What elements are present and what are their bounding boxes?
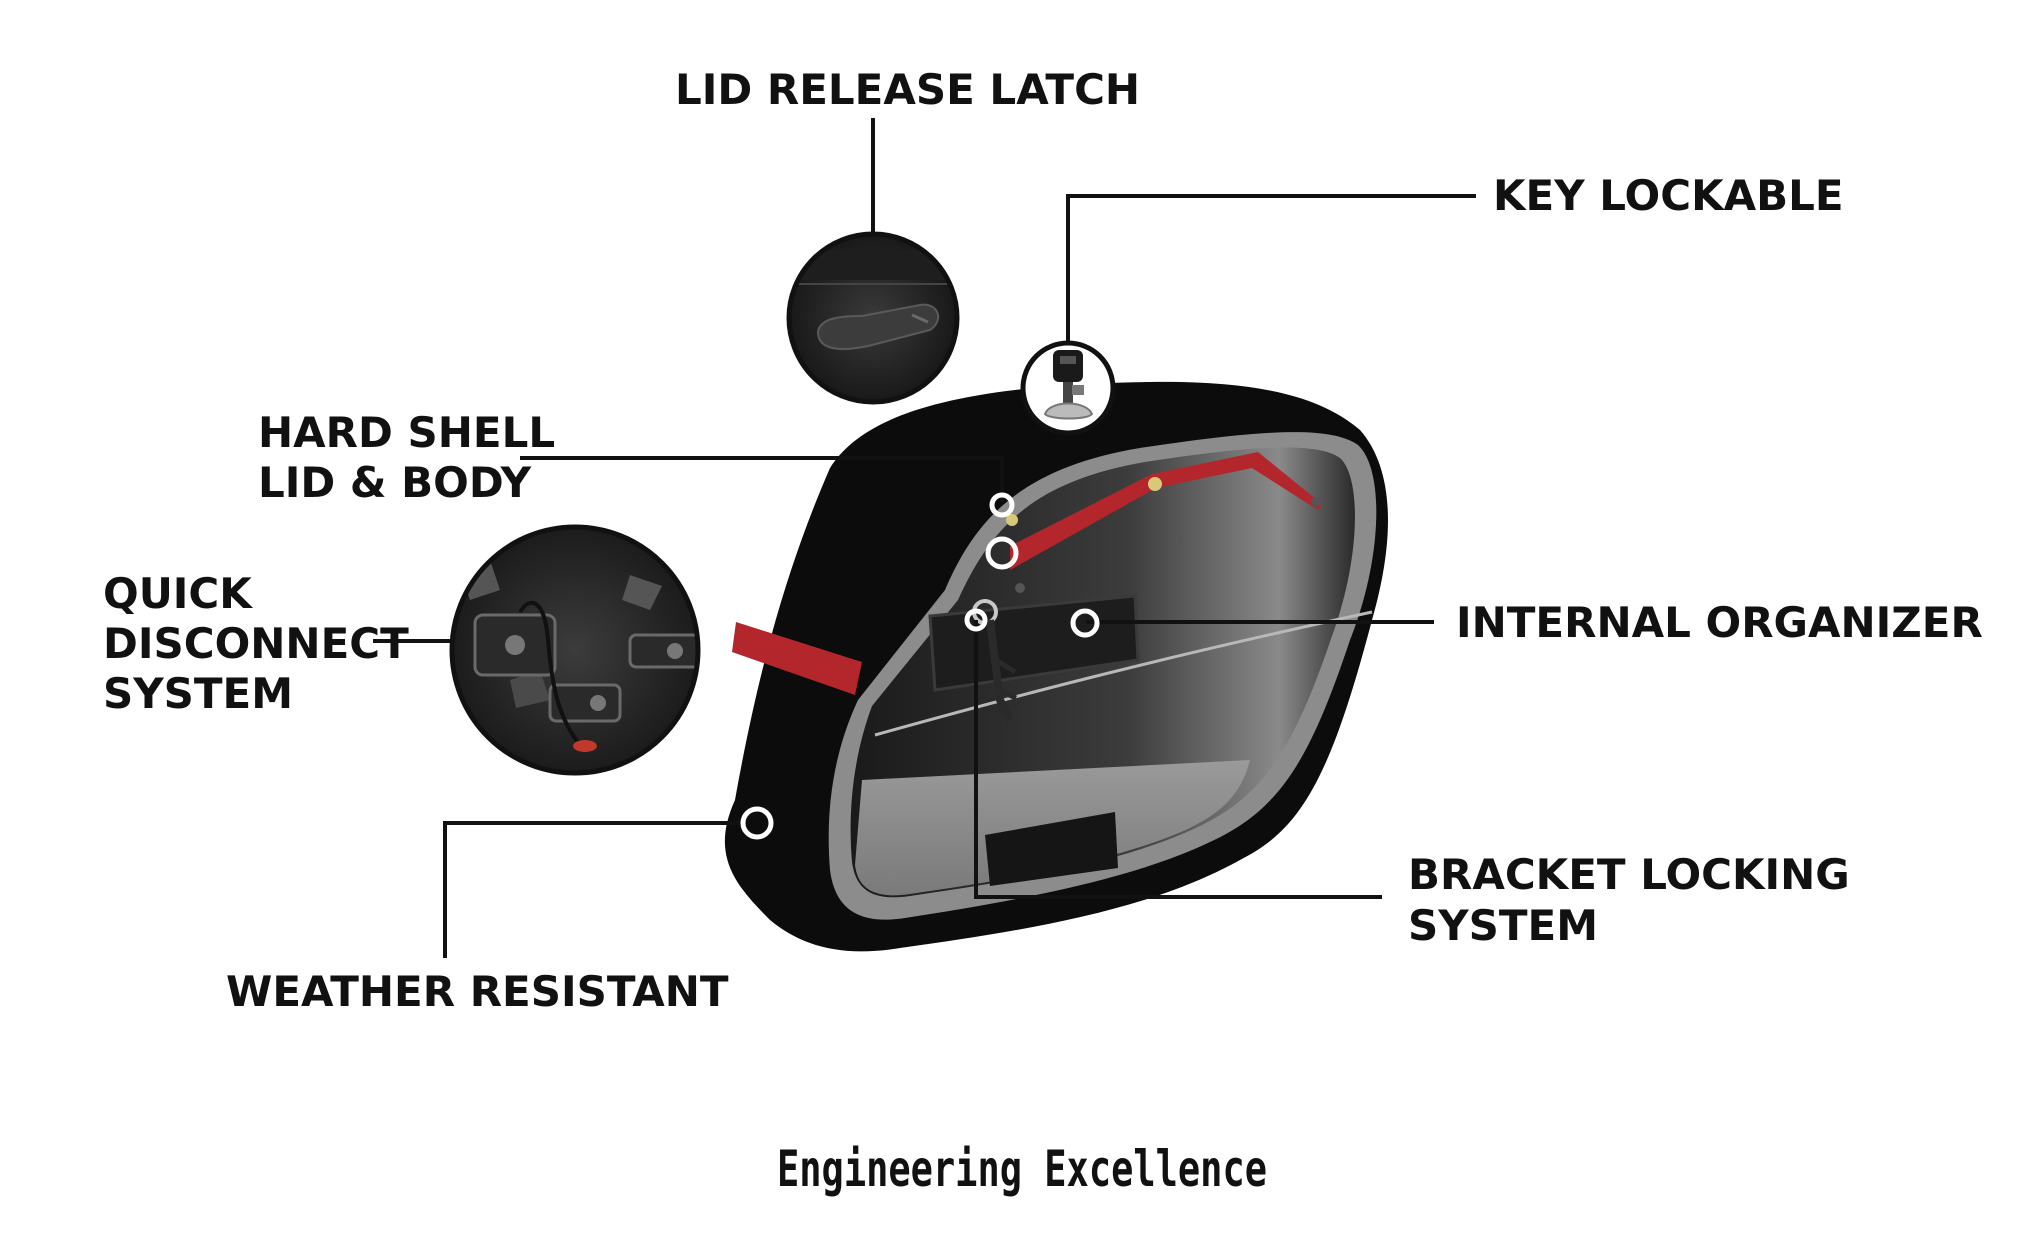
rivet bbox=[1173, 535, 1183, 545]
callout-dots bbox=[740, 492, 1100, 840]
leader-bracket-locking bbox=[974, 620, 1382, 899]
label-bracket-locking-line1: BRACKET LOCKING bbox=[1408, 850, 1850, 899]
dot-weather-resistant bbox=[740, 806, 774, 840]
rivet bbox=[1015, 583, 1025, 593]
key-inset bbox=[1020, 340, 1116, 436]
label-quick-disconnect-line2: DISCONNECT bbox=[103, 619, 409, 668]
leader-lines bbox=[373, 118, 1476, 958]
organizer-divider bbox=[874, 610, 1373, 737]
feature-labels: LID RELEASE LATCH KEY LOCKABLE HARD SHEL… bbox=[103, 65, 1983, 1016]
bag-floor-shadow bbox=[985, 812, 1118, 886]
rivet bbox=[1311, 497, 1321, 507]
leader-hard-shell bbox=[520, 456, 1004, 502]
caption-engineering-excellence: Engineering Excellence bbox=[777, 1140, 1267, 1198]
organizer-pocket bbox=[928, 594, 1140, 692]
quick-disconnect-inset bbox=[449, 524, 701, 776]
label-internal-organizer: INTERNAL ORGANIZER bbox=[1456, 598, 1983, 647]
red-trim-side bbox=[732, 622, 862, 695]
label-lid-release-latch: LID RELEASE LATCH bbox=[675, 65, 1140, 114]
rivet bbox=[1148, 477, 1162, 491]
red-trim-lid bbox=[1010, 452, 1322, 570]
rivet bbox=[1006, 514, 1018, 526]
label-weather-resistant: WEATHER RESISTANT bbox=[226, 967, 729, 1016]
leader-key-lockable bbox=[1066, 194, 1476, 343]
label-key-lockable: KEY LOCKABLE bbox=[1493, 171, 1844, 220]
leader-weather-resistant bbox=[443, 821, 742, 958]
dot-hard-shell bbox=[985, 536, 1019, 570]
dot-internal-organizer bbox=[1070, 608, 1100, 638]
saddlebag-illustration bbox=[724, 381, 1388, 952]
dot-bracket-locking bbox=[964, 608, 988, 632]
label-bracket-locking-line2: SYSTEM bbox=[1408, 901, 1598, 950]
label-hard-shell-line1: HARD SHELL bbox=[258, 408, 555, 457]
latch-inset bbox=[786, 231, 960, 405]
label-quick-disconnect-line1: QUICK bbox=[103, 569, 253, 618]
dot-hard-shell-upper bbox=[989, 492, 1015, 518]
label-hard-shell-line2: LID & BODY bbox=[258, 458, 532, 507]
label-quick-disconnect-line3: SYSTEM bbox=[103, 669, 293, 718]
